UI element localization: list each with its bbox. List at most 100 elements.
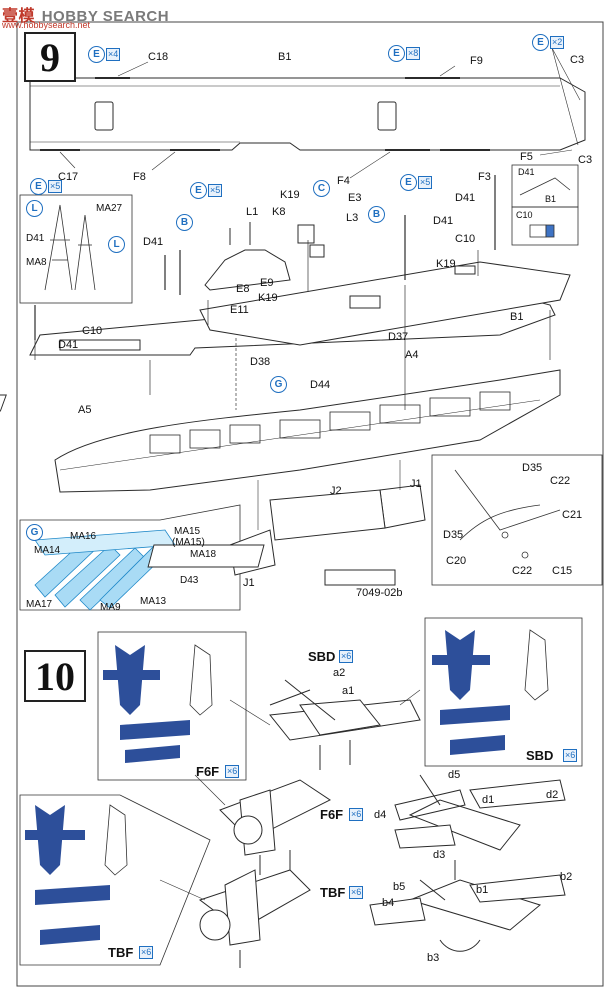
label-tbf-mid: TBF — [320, 885, 346, 900]
label-a2: a2 — [333, 667, 346, 679]
label-tbf-box: TBF — [108, 945, 134, 960]
label-a1: a1 — [342, 685, 355, 697]
label-D41-b: D41 — [143, 236, 164, 248]
assembly-arrows — [34, 240, 551, 410]
label-C10-b: C10 — [82, 325, 103, 337]
badge-sbd-x6-top: ×6 — [338, 650, 354, 663]
badge-e-x2: E ×2 — [532, 34, 565, 51]
badge-e-x5-a: E ×5 — [30, 178, 63, 195]
stand-leaders — [257, 460, 401, 530]
label-D41-top: D41 — [455, 192, 476, 204]
step-number-10: 10 — [24, 650, 86, 702]
label-C15: C15 — [552, 565, 573, 577]
label-A4: A4 — [405, 349, 419, 361]
label-stand-code: 7049-02b — [356, 587, 403, 599]
label-C22-b: C22 — [512, 565, 533, 577]
label-E9: E9 — [260, 277, 274, 289]
badge-g-a: G — [270, 376, 287, 393]
fittings-detail-box — [431, 454, 603, 586]
label-d2: d2 — [546, 789, 559, 801]
badge-e-x4: E ×4 — [88, 46, 121, 63]
badge-l-b: L — [108, 236, 125, 253]
runner-g-icon: G — [270, 376, 287, 393]
label-MA16: MA16 — [70, 531, 97, 542]
label-F5: F5 — [520, 151, 533, 163]
label-K8: K8 — [272, 206, 286, 218]
step-number-9-text: 9 — [40, 34, 60, 80]
badge-c: C — [313, 180, 330, 197]
label-f6f-mid: F6F — [320, 807, 344, 822]
label-K19-b: K19 — [436, 258, 456, 270]
watermark-url: www.hobbysearch.net — [2, 20, 91, 30]
label-C20: C20 — [446, 555, 467, 567]
label-b5: b5 — [393, 881, 406, 893]
label-F9: F9 — [470, 55, 483, 67]
flight-deck-top — [29, 77, 586, 151]
runner-g-icon: G — [26, 524, 43, 541]
tbf-exploded — [369, 874, 566, 952]
badge-f6f-x6-mid: ×6 — [348, 808, 364, 821]
runner-e-icon: E — [532, 34, 549, 51]
label-B1-top: B1 — [278, 51, 292, 63]
runner-l-icon: L — [26, 200, 43, 217]
count-tag: ×4 — [106, 48, 121, 61]
label-K19-a: K19 — [280, 189, 300, 201]
label-b1: b1 — [476, 884, 489, 896]
count-tag: ×6 — [139, 946, 154, 959]
label-f6f-box: F6F — [196, 764, 220, 779]
badge-l-a: L — [26, 200, 43, 217]
label-C3-a: C3 — [570, 54, 585, 66]
label-B1-mid: B1 — [510, 311, 524, 323]
label-D44: D44 — [310, 379, 331, 391]
label-C17: C17 — [58, 171, 79, 183]
step-number-10-text: 10 — [35, 653, 75, 699]
label-MA9: MA9 — [100, 602, 121, 613]
label-E11: E11 — [230, 304, 249, 316]
runner-b-icon: B — [368, 206, 385, 223]
tbf-decal-box — [19, 794, 211, 966]
count-tag: ×6 — [349, 886, 364, 899]
badge-tbf-x6: ×6 — [138, 946, 154, 959]
label-sbd-top: SBD — [308, 649, 336, 664]
radar-detail-box — [19, 504, 241, 611]
label-D37: D37 — [388, 331, 409, 343]
label-C22-a: C22 — [550, 475, 571, 487]
label-D41-detail: D41 — [26, 233, 45, 244]
label-b2: b2 — [560, 871, 573, 883]
display-stand — [147, 484, 426, 586]
badge-tbf-x6-mid: ×6 — [348, 886, 364, 899]
count-tag: ×6 — [349, 808, 364, 821]
carrier-hull — [0, 261, 571, 493]
label-MA18: MA18 — [190, 549, 217, 560]
label-d5: d5 — [448, 769, 461, 781]
badge-e-x5-c: E ×5 — [400, 174, 433, 191]
runner-e-icon: E — [88, 46, 105, 63]
detail-inset-right — [511, 164, 579, 246]
label-MA15: MA15 — [174, 526, 201, 537]
runner-l-icon: L — [108, 236, 125, 253]
watermark-logo: 壹模 HOBBY SEARCH — [2, 2, 169, 26]
label-C18: C18 — [148, 51, 169, 63]
leader-lines-top — [59, 47, 581, 179]
label-d3: d3 — [433, 849, 446, 861]
badge-e-x5-b: E ×5 — [190, 182, 223, 199]
label-K19-c: K19 — [258, 292, 278, 304]
runner-e-icon: E — [190, 182, 207, 199]
badge-f6f-x6: ×6 — [224, 765, 240, 778]
label-MA27: MA27 — [96, 203, 123, 214]
label-MA13: MA13 — [140, 596, 167, 607]
badge-b-a: B — [176, 214, 193, 231]
runner-e-icon: E — [388, 45, 405, 62]
runner-e-icon: E — [30, 178, 47, 195]
count-tag: ×2 — [550, 36, 565, 49]
label-C3-b: C3 — [578, 154, 593, 166]
label-D41-a: D41 — [433, 215, 454, 227]
count-tag: ×6 — [339, 650, 354, 663]
label-d1: d1 — [482, 794, 495, 806]
label-MA15-paren: (MA15) — [172, 537, 205, 548]
label-D35-b: D35 — [443, 529, 464, 541]
count-tag: ×5 — [418, 176, 433, 189]
label-MA8: MA8 — [26, 257, 47, 268]
label-D41-inset: D41 — [518, 167, 535, 177]
